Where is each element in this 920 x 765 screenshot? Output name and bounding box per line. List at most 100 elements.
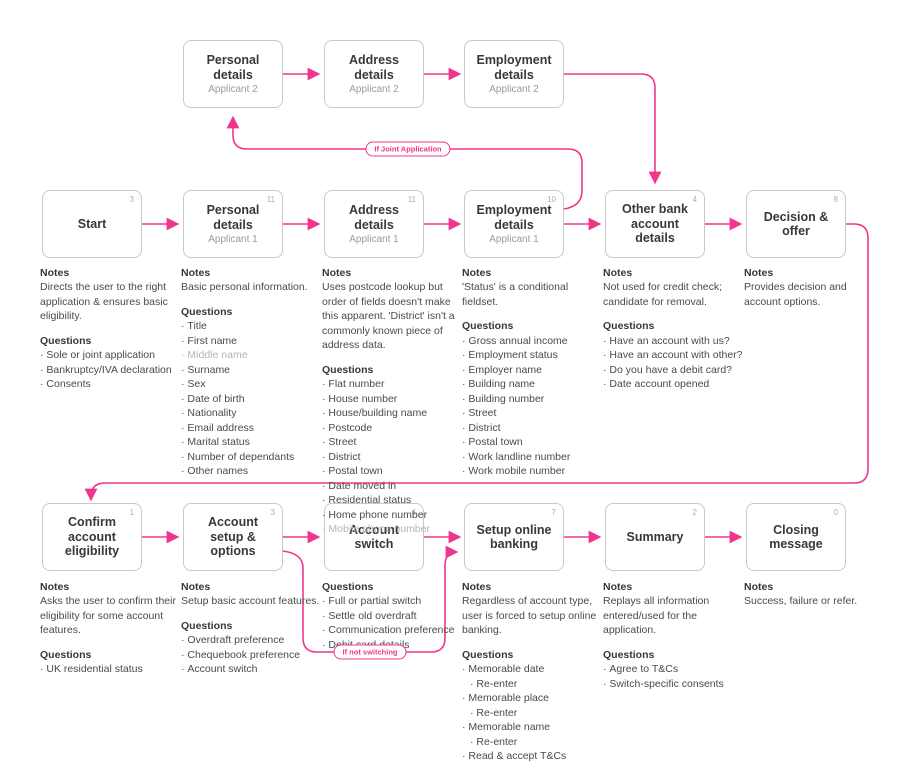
question-item: Work landline number <box>462 450 604 464</box>
question-count-badge: 3 <box>129 195 134 204</box>
question-item: Date account opened <box>603 377 745 391</box>
notes-text: Directs the user to the right applicatio… <box>40 281 168 323</box>
question-item: Flat number <box>322 377 464 391</box>
questions-heading: Questions <box>462 648 514 661</box>
node-title: Account setup & options <box>208 515 258 559</box>
notes-heading: Notes <box>603 267 633 279</box>
notes-heading: Notes <box>744 267 774 279</box>
question-item: Postcode <box>322 421 464 435</box>
node-title: Setup online banking <box>476 522 552 551</box>
question-item: Memorable date <box>462 662 604 676</box>
questions-list: Overdraft preferenceChequebook preferenc… <box>181 633 323 676</box>
questions-list: UK residential status <box>40 662 182 676</box>
question-item: House number <box>322 392 464 406</box>
node-title: Address details <box>348 53 400 82</box>
node-subtitle: Applicant 1 <box>349 233 399 245</box>
details-start: Notes Directs the user to the right appl… <box>40 266 182 392</box>
node-summary[interactable]: 2 Summary <box>605 503 705 571</box>
question-item: Surname <box>181 363 323 377</box>
question-item: Re-enter <box>470 677 604 691</box>
question-item: Date moved in <box>322 479 464 493</box>
question-count-badge: 0 <box>833 508 838 517</box>
questions-heading: Questions <box>322 581 374 593</box>
node-subtitle: Applicant 1 <box>489 233 539 245</box>
question-item: Street <box>462 406 604 420</box>
node-employment-details-applicant-2[interactable]: Employment details Applicant 2 <box>464 40 564 108</box>
question-item: Sole or joint application <box>40 348 182 362</box>
questions-list: Agree to T&CsSwitch-specific consents <box>603 662 745 691</box>
question-item: Postal town <box>462 435 604 449</box>
question-item: Chequebook preference <box>181 648 323 662</box>
question-item: Building name <box>462 377 604 391</box>
node-start[interactable]: 3 Start <box>42 190 142 258</box>
question-item: Nationality <box>181 406 323 420</box>
notes-heading: Notes <box>603 581 633 593</box>
node-address-details-applicant-1[interactable]: 11 Address details Applicant 1 <box>324 190 424 258</box>
node-title: Confirm account eligibility <box>64 515 120 559</box>
node-closing-message[interactable]: 0 Closing message <box>746 503 846 571</box>
notes-heading: Notes <box>462 267 492 279</box>
node-subtitle: Applicant 2 <box>208 83 258 95</box>
question-item: Memorable place <box>462 691 604 705</box>
question-item: District <box>322 450 464 464</box>
question-item: Number of dependants <box>181 450 323 464</box>
question-count-badge: 2 <box>692 508 697 517</box>
notes-heading: Notes <box>744 581 774 593</box>
notes-text: Regardless of account type, user is forc… <box>462 595 597 637</box>
node-employment-details-applicant-1[interactable]: 10 Employment details Applicant 1 <box>464 190 564 258</box>
question-item: Have an account with us? <box>603 334 745 348</box>
questions-list: Sole or joint applicationBankruptcy/IVA … <box>40 348 182 391</box>
node-other-bank-account-details[interactable]: 4 Other bank account details <box>605 190 705 258</box>
questions-list: Flat numberHouse numberHouse/building na… <box>322 377 464 536</box>
node-title: Personal details <box>206 53 260 82</box>
notes-text: 'Status' is a conditional fieldset. <box>462 281 569 308</box>
question-item: UK residential status <box>40 662 182 676</box>
questions-heading: Questions <box>603 320 655 333</box>
question-item: Memorable name <box>462 720 604 734</box>
edge-ed2-otherbank <box>563 73 662 185</box>
question-item: Account switch <box>181 662 323 676</box>
question-item: Title <box>181 319 323 333</box>
notes-text: Replays all information entered/used for… <box>603 595 710 637</box>
node-personal-details-applicant-2[interactable]: Personal details Applicant 2 <box>183 40 283 108</box>
question-count-badge: 4 <box>692 195 697 204</box>
questions-heading: Questions <box>181 619 233 632</box>
question-item: Date of birth <box>181 392 323 406</box>
question-count-badge: 1 <box>129 508 134 517</box>
node-title: Closing message <box>769 522 823 551</box>
details-setup-online-banking: Notes Regardless of account type, user i… <box>462 580 604 764</box>
node-setup-online-banking[interactable]: 7 Setup online banking <box>464 503 564 571</box>
question-item: Have an account with other? <box>603 348 745 362</box>
question-count-badge: 3 <box>270 508 275 517</box>
details-other-bank-account-details: Notes Not used for credit check; candida… <box>603 266 745 392</box>
question-item: Other names <box>181 464 323 478</box>
node-title: Address details <box>348 203 400 232</box>
question-item: Overdraft preference <box>181 633 323 647</box>
details-employment-details-applicant-1: Notes 'Status' is a conditional fieldset… <box>462 266 604 479</box>
questions-list: Have an account with us?Have an account … <box>603 334 745 392</box>
question-item: Postal town <box>322 464 464 478</box>
question-count-badge: 8 <box>833 195 838 204</box>
details-closing-message: Notes Success, failure or refer. <box>744 580 886 609</box>
node-title: Decision & offer <box>763 209 829 238</box>
questions-list: TitleFirst nameMiddle nameSurnameSexDate… <box>181 319 323 478</box>
question-item: Employment status <box>462 348 604 362</box>
notes-text: Success, failure or refer. <box>744 595 858 608</box>
node-personal-details-applicant-1[interactable]: 11 Personal details Applicant 1 <box>183 190 283 258</box>
notes-heading: Notes <box>40 267 70 279</box>
node-subtitle: Applicant 2 <box>349 83 399 95</box>
details-account-switch: Questions Full or partial switchSettle o… <box>322 580 464 652</box>
node-subtitle: Applicant 2 <box>489 83 539 95</box>
question-item: Read & accept T&Cs <box>462 749 604 763</box>
question-item: Full or partial switch <box>322 594 464 608</box>
node-address-details-applicant-2[interactable]: Address details Applicant 2 <box>324 40 424 108</box>
node-confirm-account-eligibility[interactable]: 1 Confirm account eligibility <box>42 503 142 571</box>
node-decision-and-offer[interactable]: 8 Decision & offer <box>746 190 846 258</box>
question-item: Work mobile number <box>462 464 604 478</box>
questions-heading: Questions <box>322 363 374 376</box>
node-account-setup-and-options[interactable]: 3 Account setup & options <box>183 503 283 571</box>
question-count-badge: 11 <box>266 195 275 204</box>
node-title: Start <box>77 216 107 231</box>
question-item: Communication preference <box>322 623 464 637</box>
